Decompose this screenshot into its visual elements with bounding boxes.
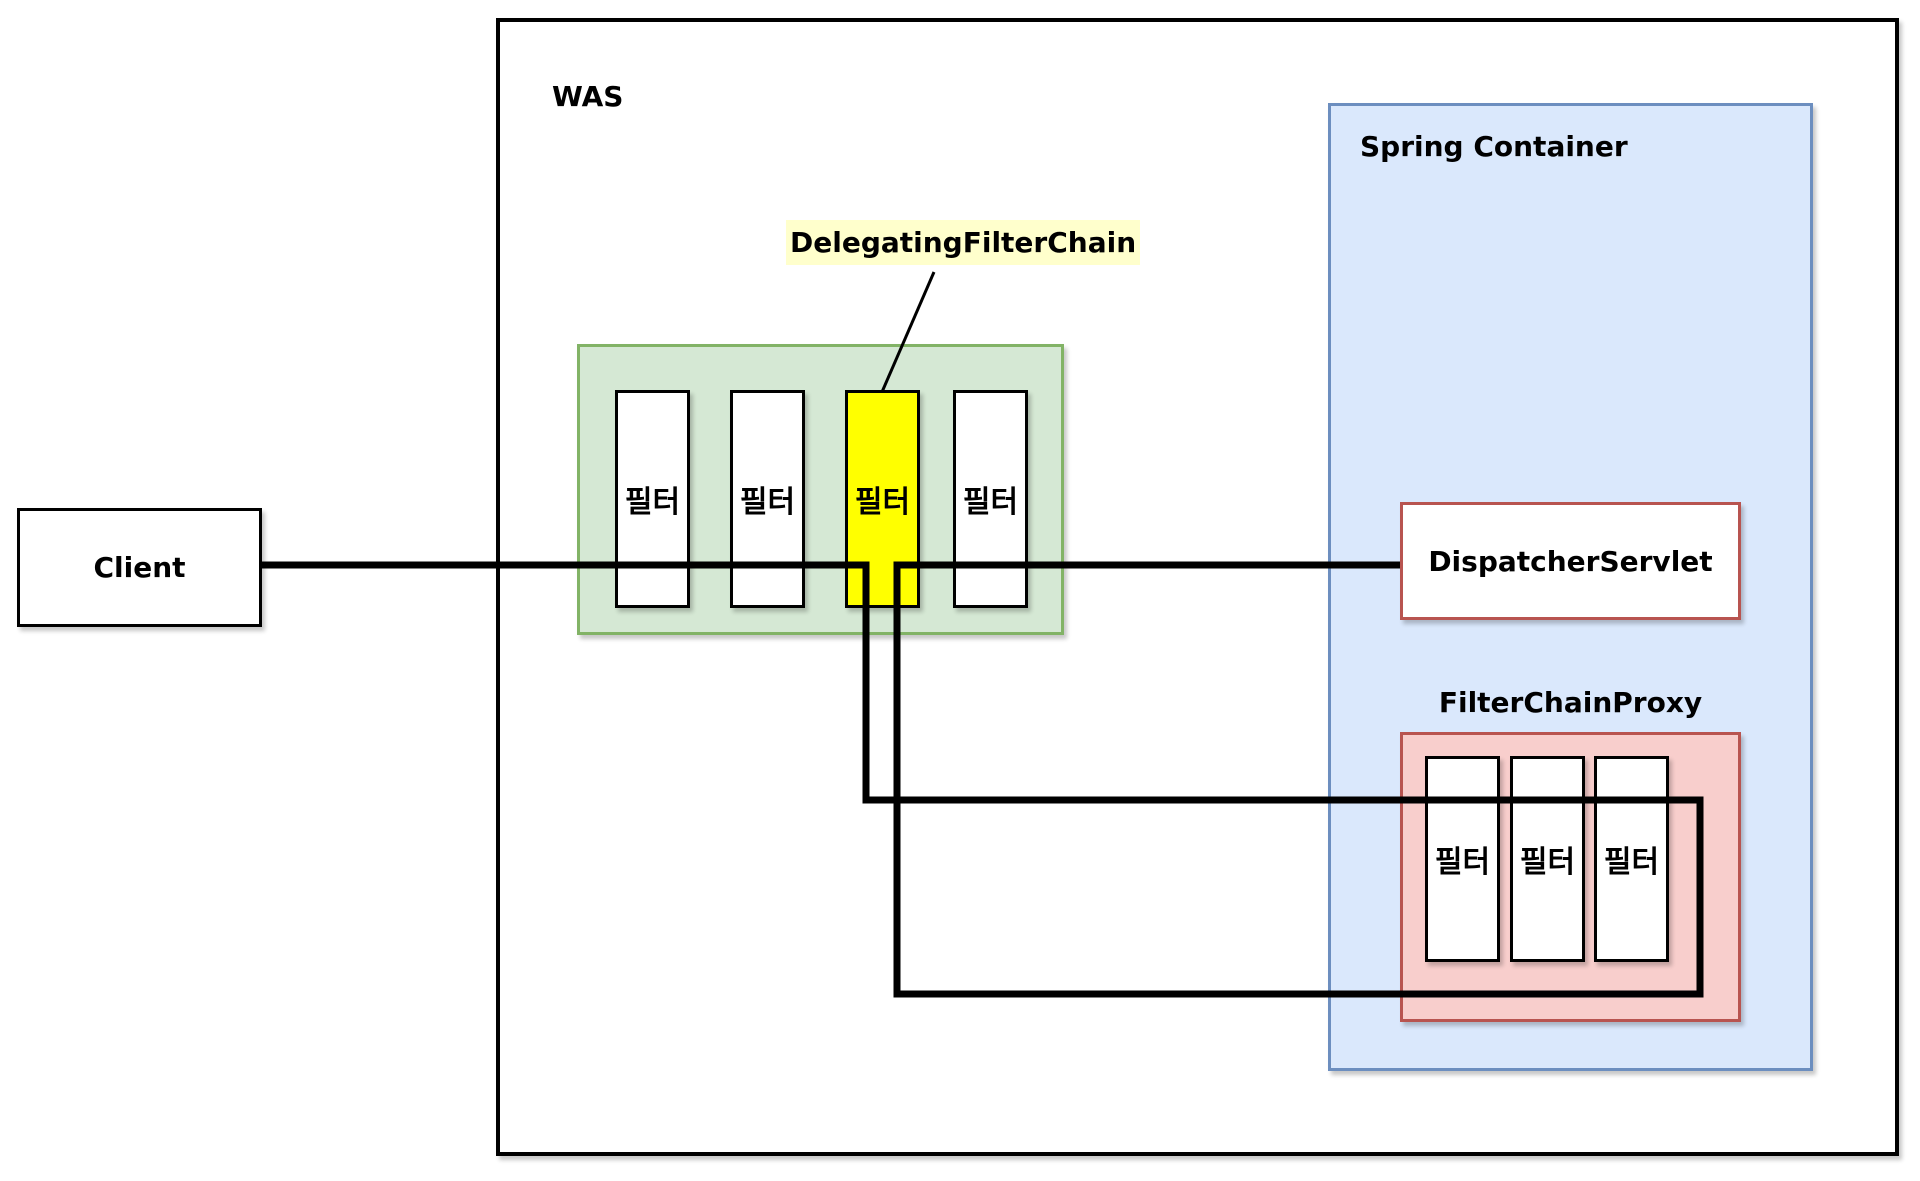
client-node[interactable]: Client: [17, 508, 262, 627]
filter-label: 필터: [962, 485, 1019, 520]
filter-label: 필터: [854, 485, 911, 520]
servlet-filter[interactable]: 필터: [730, 390, 805, 608]
filter-label: 필터: [1519, 845, 1576, 880]
delegating-filter-chain-annotation: DelegatingFilterChain: [786, 220, 1141, 265]
security-filter[interactable]: 필터: [1425, 756, 1500, 962]
dispatcher-servlet-label: DispatcherServlet: [1428, 544, 1713, 578]
filter-label: 필터: [739, 485, 796, 520]
filter-label: 필터: [1603, 845, 1660, 880]
security-filter[interactable]: 필터: [1594, 756, 1669, 962]
filter-label: 필터: [624, 485, 681, 520]
was-label: WAS: [552, 80, 624, 113]
security-filter[interactable]: 필터: [1510, 756, 1585, 962]
filter-chain-proxy-label: FilterChainProxy: [1438, 686, 1703, 719]
servlet-filter[interactable]: 필터: [615, 390, 690, 608]
servlet-filter[interactable]: 필터: [953, 390, 1028, 608]
client-label: Client: [93, 551, 186, 584]
dispatcher-servlet[interactable]: DispatcherServlet: [1400, 502, 1741, 620]
filter-label: 필터: [1434, 845, 1491, 880]
spring-container-label: Spring Container: [1360, 130, 1628, 163]
delegating-filter-proxy[interactable]: 필터: [845, 390, 920, 608]
